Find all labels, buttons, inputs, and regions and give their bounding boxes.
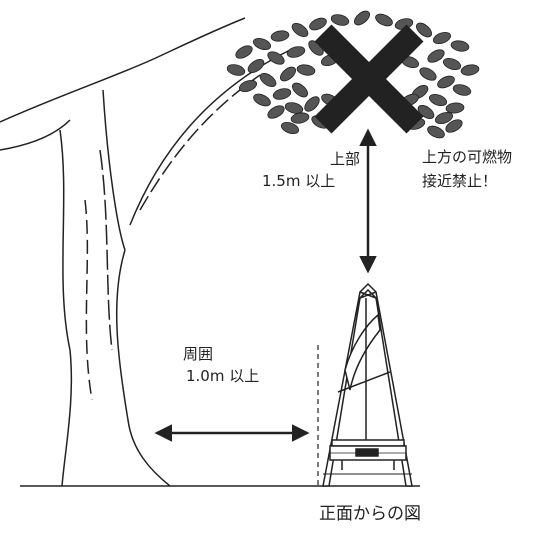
leaf bbox=[291, 23, 309, 37]
leaf bbox=[279, 66, 297, 82]
top-clearance-value: 1.5m 以上 bbox=[262, 172, 336, 190]
leaf bbox=[375, 13, 393, 27]
leaf bbox=[419, 67, 437, 81]
leaf bbox=[226, 64, 246, 76]
tree bbox=[0, 17, 291, 487]
leaf bbox=[460, 64, 480, 76]
leaf bbox=[253, 93, 271, 107]
leaf bbox=[267, 105, 285, 119]
leaf bbox=[442, 57, 462, 71]
leaf bbox=[415, 22, 433, 38]
leaf bbox=[267, 51, 285, 65]
warning-line-1: 上方の可燃物 bbox=[422, 148, 513, 166]
leaf bbox=[235, 45, 253, 59]
leaf bbox=[252, 37, 272, 51]
side-clearance-title: 周囲 bbox=[183, 345, 214, 363]
leaf bbox=[309, 17, 327, 31]
leaf bbox=[291, 82, 309, 98]
leaf bbox=[452, 84, 472, 96]
leaf bbox=[280, 121, 300, 135]
leaf bbox=[270, 30, 290, 42]
leaf bbox=[247, 59, 265, 73]
warning-line-2: 接近禁止！ bbox=[422, 172, 498, 190]
leaf bbox=[427, 49, 445, 63]
leaf bbox=[437, 75, 455, 89]
leaf bbox=[286, 46, 306, 58]
leaf bbox=[296, 64, 316, 76]
leaf bbox=[284, 102, 304, 114]
leaf bbox=[432, 31, 452, 45]
top-clearance-title: 上部 bbox=[330, 150, 361, 168]
leaf bbox=[304, 96, 320, 112]
leaf bbox=[445, 102, 465, 114]
leaf bbox=[290, 112, 310, 124]
heater bbox=[322, 282, 413, 487]
leaf bbox=[259, 73, 277, 87]
leaf bbox=[330, 14, 350, 26]
leaf bbox=[272, 88, 292, 100]
leaf bbox=[434, 111, 454, 125]
leaf bbox=[428, 93, 448, 107]
side-clearance-value: 1.0m 以上 bbox=[186, 367, 260, 385]
leaf bbox=[445, 119, 463, 133]
figure-caption: 正面からの図 bbox=[319, 504, 421, 524]
leaf bbox=[238, 79, 258, 93]
leaf bbox=[353, 10, 371, 26]
leaf bbox=[450, 40, 470, 52]
leaf bbox=[427, 125, 445, 139]
leaf bbox=[417, 105, 435, 119]
x-mark-icon bbox=[314, 24, 424, 134]
